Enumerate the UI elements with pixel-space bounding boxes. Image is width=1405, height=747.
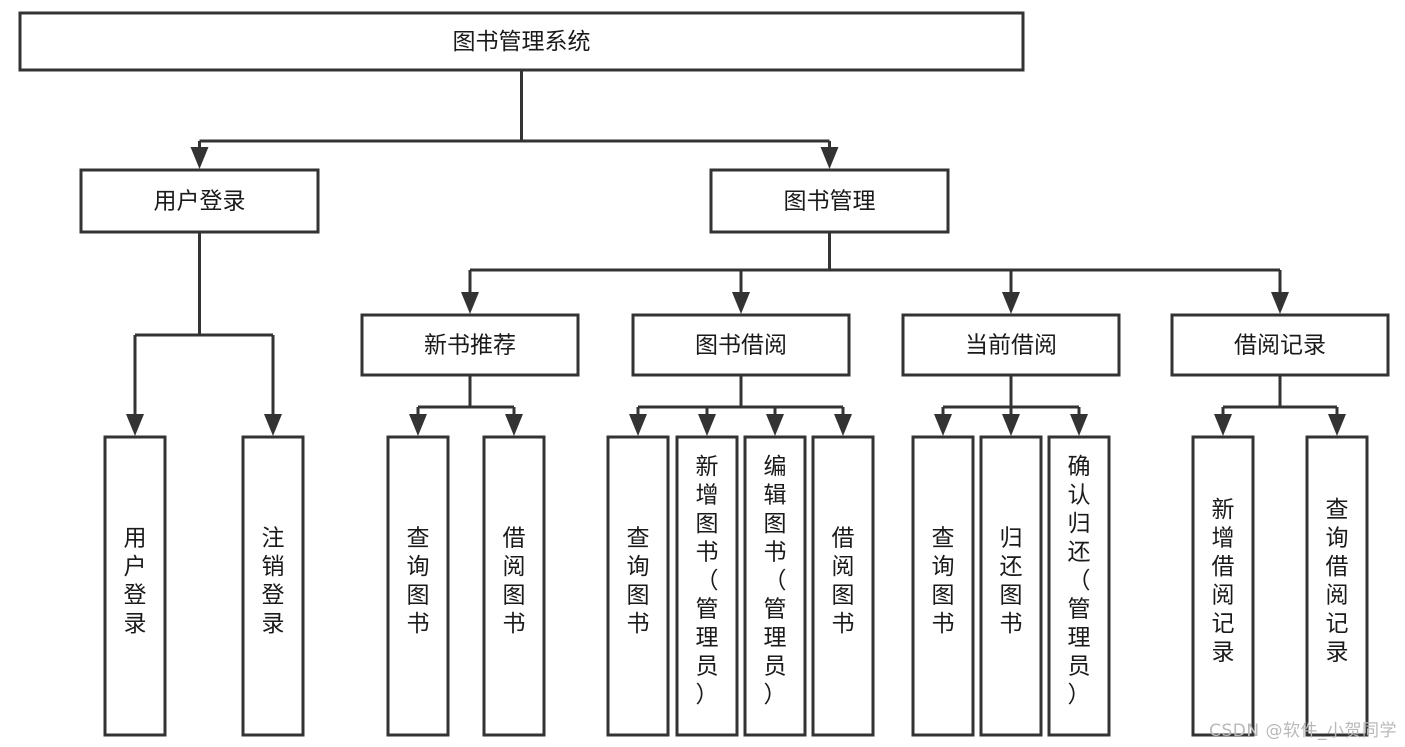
node-label-borrow-records: 借阅记录 [1234,333,1326,359]
node-label-leaf-confirm-return: 确认归还（管理员） [1068,454,1091,708]
node-box-leaf-edit-book [743,435,807,737]
node-leaf-query-book-current[interactable]: 查询图书 [911,435,975,737]
node-book-management[interactable]: 图书管理 [709,168,950,234]
node-leaf-query-book-rec[interactable]: 查询图书 [386,435,450,737]
csdn-watermark: CSDN @软件_小贺同学 [1209,721,1397,741]
node-box-leaf-add-record [1191,435,1255,737]
node-box-leaf-user-login [103,435,167,737]
node-label-book-management: 图书管理 [784,189,876,215]
node-box-leaf-add-book [675,435,739,737]
node-book-borrow[interactable]: 图书借阅 [631,313,851,377]
node-box-leaf-logout [241,435,305,737]
node-label-leaf-borrow-book: 借阅图书 [832,525,855,637]
node-label-book-borrow: 图书借阅 [695,333,787,359]
node-user-login[interactable]: 用户登录 [79,168,320,234]
node-root[interactable]: 图书管理系统 [18,11,1025,72]
node-label-leaf-user-login: 用户登录 [124,525,147,637]
node-leaf-add-book[interactable]: 新增图书（管理员） [675,435,739,737]
node-box-current-borrow [901,313,1121,377]
node-box-leaf-query-record [1305,435,1369,737]
node-box-leaf-borrow-book [811,435,875,737]
node-label-root: 图书管理系统 [453,29,591,55]
node-label-leaf-query-record: 查询借阅记录 [1326,497,1349,666]
node-label-leaf-add-record: 新增借阅记录 [1212,497,1235,666]
node-box-book-management [709,168,950,234]
node-leaf-return-book[interactable]: 归还图书 [979,435,1043,737]
node-box-new-book-recommend [360,313,580,377]
node-label-leaf-add-book: 新增图书（管理员） [696,454,719,708]
node-label-leaf-logout: 注销登录 [262,525,285,637]
node-label-leaf-return-book: 归还图书 [1000,525,1023,637]
node-label-current-borrow: 当前借阅 [965,333,1057,359]
node-box-book-borrow [631,313,851,377]
node-label-leaf-query-book-current: 查询图书 [932,525,955,637]
node-box-borrow-records [1170,313,1390,377]
node-leaf-query-book-borrow[interactable]: 查询图书 [606,435,670,737]
node-label-leaf-borrow-book-rec: 借阅图书 [503,525,526,637]
node-leaf-edit-book[interactable]: 编辑图书（管理员） [743,435,807,737]
node-box-root [18,11,1025,72]
node-borrow-records[interactable]: 借阅记录 [1170,313,1390,377]
node-leaf-borrow-book[interactable]: 借阅图书 [811,435,875,737]
node-leaf-query-record[interactable]: 查询借阅记录 [1305,435,1369,737]
node-box-leaf-query-book-current [911,435,975,737]
node-current-borrow[interactable]: 当前借阅 [901,313,1121,377]
node-leaf-add-record[interactable]: 新增借阅记录 [1191,435,1255,737]
node-box-leaf-query-book-borrow [606,435,670,737]
node-label-leaf-query-book-borrow: 查询图书 [627,525,650,637]
node-leaf-borrow-book-rec[interactable]: 借阅图书 [482,435,546,737]
node-box-leaf-borrow-book-rec [482,435,546,737]
node-box-leaf-return-book [979,435,1043,737]
node-leaf-logout[interactable]: 注销登录 [241,435,305,737]
node-label-leaf-query-book-rec: 查询图书 [407,525,430,637]
node-box-leaf-query-book-rec [386,435,450,737]
node-leaf-confirm-return[interactable]: 确认归还（管理员） [1047,435,1111,737]
node-box-user-login [79,168,320,234]
nodes-layer: 图书管理系统用户登录图书管理新书推荐图书借阅当前借阅借阅记录用户登录注销登录查询… [18,11,1390,737]
node-new-book-recommend[interactable]: 新书推荐 [360,313,580,377]
connectors-layer [126,70,1346,436]
node-label-leaf-edit-book: 编辑图书（管理员） [764,454,787,708]
node-box-leaf-confirm-return [1047,435,1111,737]
node-label-new-book-recommend: 新书推荐 [424,333,516,359]
node-label-user-login: 用户登录 [154,189,246,215]
node-leaf-user-login[interactable]: 用户登录 [103,435,167,737]
